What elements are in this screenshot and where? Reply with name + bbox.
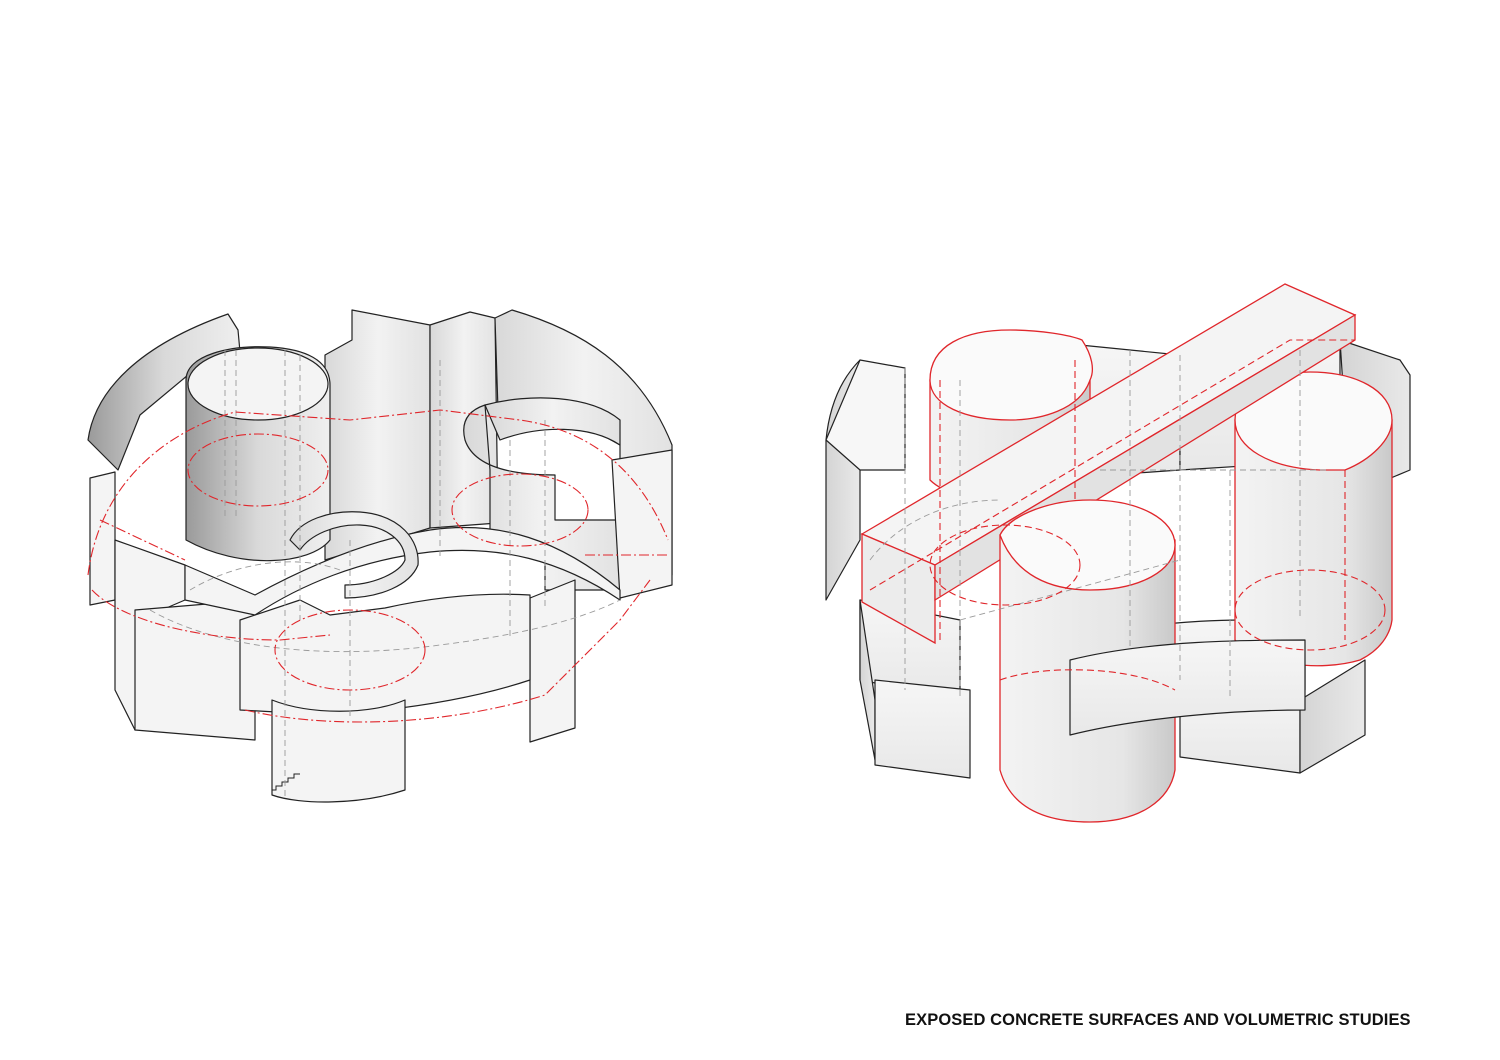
left-wall-study-diagram (87, 309, 673, 803)
front-curved-band (239, 593, 531, 716)
red-hidden-verticals (939, 360, 1346, 640)
lower-cylinder (271, 699, 406, 803)
hidden-verticals-right (904, 350, 1301, 700)
red-hidden-circle-right (1234, 569, 1386, 651)
right-outer-panel (611, 449, 673, 599)
red-plan-circle-left (187, 433, 329, 507)
hidden-verticals (224, 350, 546, 800)
s-curve-top-band (484, 397, 621, 446)
red-hidden-circle-left (929, 524, 1081, 606)
hidden-arc-2 (189, 561, 341, 591)
left-front-block (134, 599, 256, 741)
red-outer-plan-front (91, 579, 651, 723)
sheet-caption: EXPOSED CONCRETE SURFACES AND VOLUMETRIC… (905, 1011, 1411, 1029)
c-shaped-curved-wall (289, 511, 419, 599)
red-cross-lines (99, 519, 668, 561)
lower-left-box (874, 679, 971, 779)
lower-right-box-side (1299, 659, 1366, 774)
right-front-panel (529, 579, 576, 743)
left-outer-panel (89, 471, 116, 606)
diagonal-bar-end (861, 533, 936, 645)
back-left-cylinder-top (929, 329, 1093, 421)
front-curved-band (1069, 639, 1306, 736)
red-hidden-bar-edge (869, 339, 1355, 591)
red-outer-plan-back (87, 409, 669, 576)
hidden-arc (149, 599, 621, 653)
red-plan-circle-front (274, 609, 426, 691)
tall-cylinder-top (187, 347, 329, 421)
red-hidden-arc-front (999, 669, 1176, 691)
red-plan-circle-right (451, 473, 589, 547)
hidden-edges-right (869, 469, 1330, 621)
front-tall-cylinder-top (999, 499, 1176, 591)
right-volumetric-diagram (825, 283, 1411, 823)
